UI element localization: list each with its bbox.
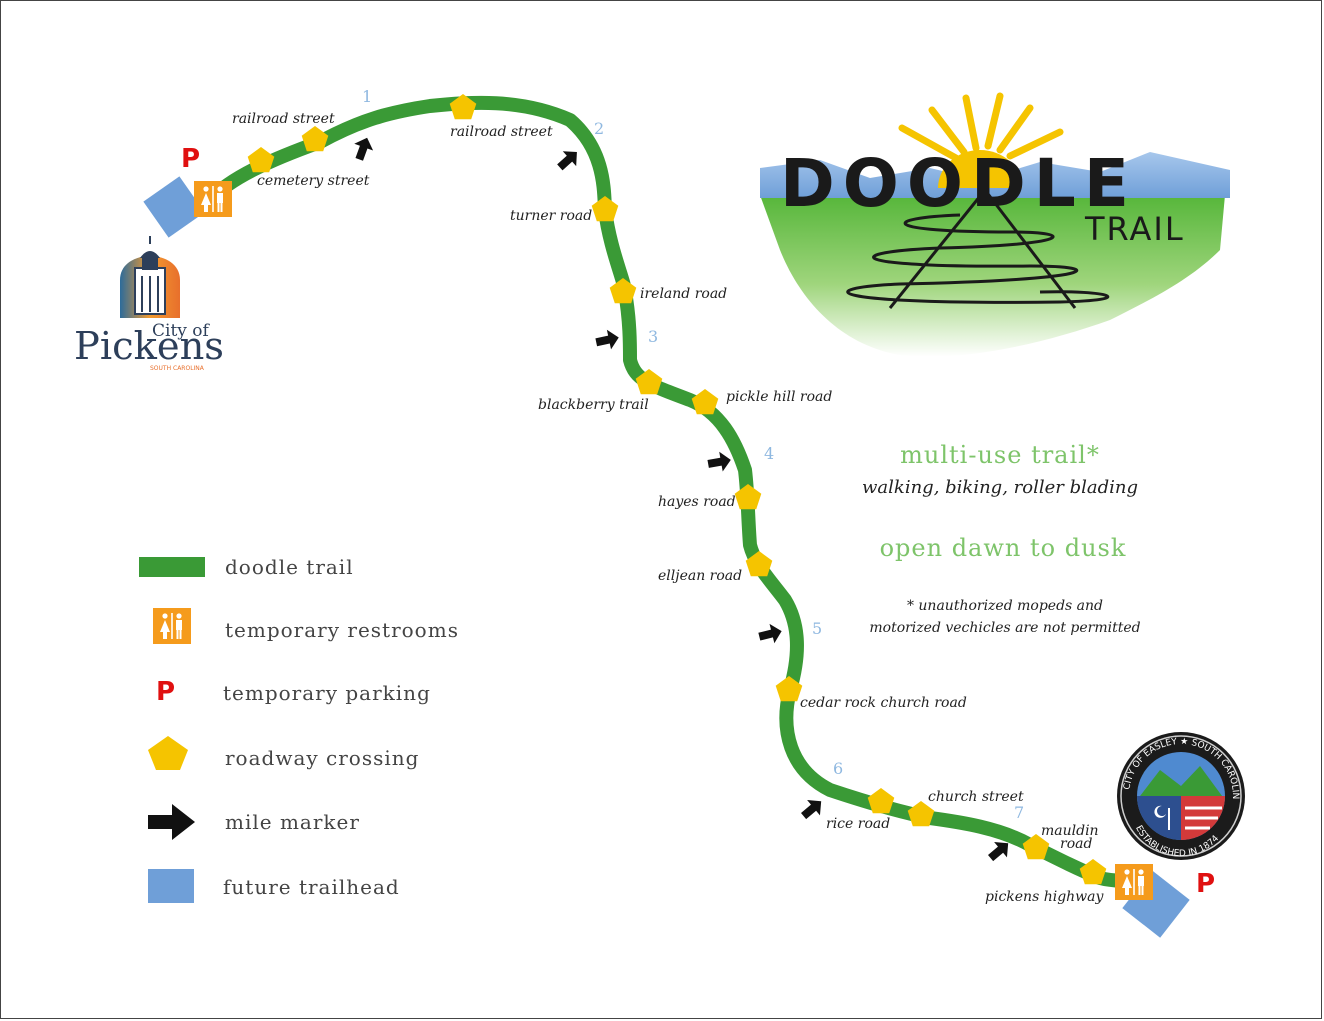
crossing-pickle-hill-road	[691, 389, 719, 415]
mile-marker-arrow-3	[594, 327, 621, 353]
mile-number-6: 6	[833, 759, 843, 778]
mile-marker-arrow-4	[706, 450, 733, 474]
doodle-trail-line	[203, 95, 1142, 889]
legend-arrow-icon	[148, 804, 195, 840]
legend-label-future-trailhead: future trailhead	[223, 875, 400, 899]
crossing-cemetery-street	[247, 147, 275, 173]
future-trailhead-pickens	[143, 176, 205, 238]
parking-icon-pickens: P	[181, 144, 200, 174]
road-label-church-street: church street	[928, 789, 1024, 805]
restroom-icon-pickens	[194, 181, 232, 217]
info-activities: walking, biking, roller blading	[862, 477, 1138, 498]
road-label-rice-road: rice road	[826, 816, 890, 832]
crossing-turner-road	[591, 196, 619, 222]
legend-trail-swatch	[139, 557, 205, 577]
logo-mountains	[760, 152, 1230, 198]
legend-pentagon-icon	[148, 736, 188, 770]
logo-subtitle: TRAIL	[1084, 210, 1185, 248]
legend-trailhead-swatch	[148, 869, 194, 903]
legend-label-mile-marker: mile marker	[225, 810, 360, 834]
mile-number-1: 1	[362, 87, 372, 106]
mile-marker-arrow-6	[797, 793, 828, 824]
road-label-turner-road: turner road	[510, 208, 592, 224]
crossing-pickens-highway	[1079, 859, 1107, 885]
info-note-line2: motorized vechicles are not permitted	[869, 620, 1140, 636]
pickens-logo-state: SOUTH CAROLINA	[150, 365, 205, 372]
mile-number-7: 7	[1014, 803, 1024, 822]
road-label-pickens-highway: pickens highway	[985, 889, 1105, 905]
city-of-pickens-logo: City of Pickens SOUTH CAROLINA	[74, 236, 224, 372]
restroom-icon-easley	[1115, 864, 1153, 900]
mile-number-4: 4	[764, 444, 774, 463]
road-label-mauldin: mauldin	[1041, 823, 1099, 839]
legend-restroom-icon	[153, 608, 191, 644]
pickens-logo-city-of: City of	[152, 321, 211, 341]
info-heading: multi-use trail*	[900, 441, 1100, 469]
legend-label-temporary-parking: temporary parking	[223, 681, 431, 705]
pickens-logo-name: Pickens	[74, 324, 224, 368]
legend-label-temporary-restrooms: temporary restrooms	[225, 618, 459, 642]
legend-label-roadway-crossing: roadway crossing	[225, 746, 419, 770]
logo-green-field	[760, 195, 1225, 357]
logo-title: DOODLE	[780, 145, 1137, 222]
mile-marker-arrow-1	[349, 134, 377, 163]
road-label-elljean-road: elljean road	[658, 568, 742, 584]
legend: doodle trail temporary restrooms P tempo…	[139, 555, 459, 903]
road-label-hayes-road: hayes road	[658, 494, 736, 510]
road-label-pickle-hill-road: pickle hill road	[726, 389, 832, 405]
parking-icon-easley: P	[1196, 869, 1215, 899]
road-label-cedar-rock-church-road: cedar rock church road	[800, 695, 967, 711]
sun-rays	[898, 92, 1064, 162]
legend-parking-icon: P	[156, 677, 175, 707]
crossing-rice-road	[867, 788, 895, 814]
info-hours: open dawn to dusk	[880, 534, 1127, 562]
road-label-ireland-road: ireland road	[640, 286, 727, 302]
mile-marker-arrow-2	[553, 144, 584, 175]
mile-number-5: 5	[812, 619, 822, 638]
crossing-railroad-street-1	[301, 126, 329, 152]
mile-number-3: 3	[648, 327, 658, 346]
doodle-trail-logo: DOODLE TRAIL	[760, 92, 1230, 357]
road-label-railroad-street-2: railroad street	[450, 124, 553, 140]
road-label-cemetery-street: cemetery street	[257, 173, 370, 189]
crossing-hayes-road	[734, 484, 762, 510]
legend-label-doodle-trail: doodle trail	[225, 555, 354, 579]
mile-marker-arrow-5	[756, 621, 785, 647]
road-label-blackberry-trail: blackberry trail	[538, 397, 649, 413]
info-note-line1: * unauthorized mopeds and	[907, 598, 1103, 614]
crossing-ireland-road	[609, 278, 637, 304]
railroad-doodle	[846, 189, 1110, 309]
road-label-mauldin-road: road	[1060, 836, 1092, 852]
mile-number-2: 2	[594, 119, 604, 138]
sun-icon	[938, 150, 1022, 188]
road-label-railroad-street: railroad street	[232, 111, 335, 127]
